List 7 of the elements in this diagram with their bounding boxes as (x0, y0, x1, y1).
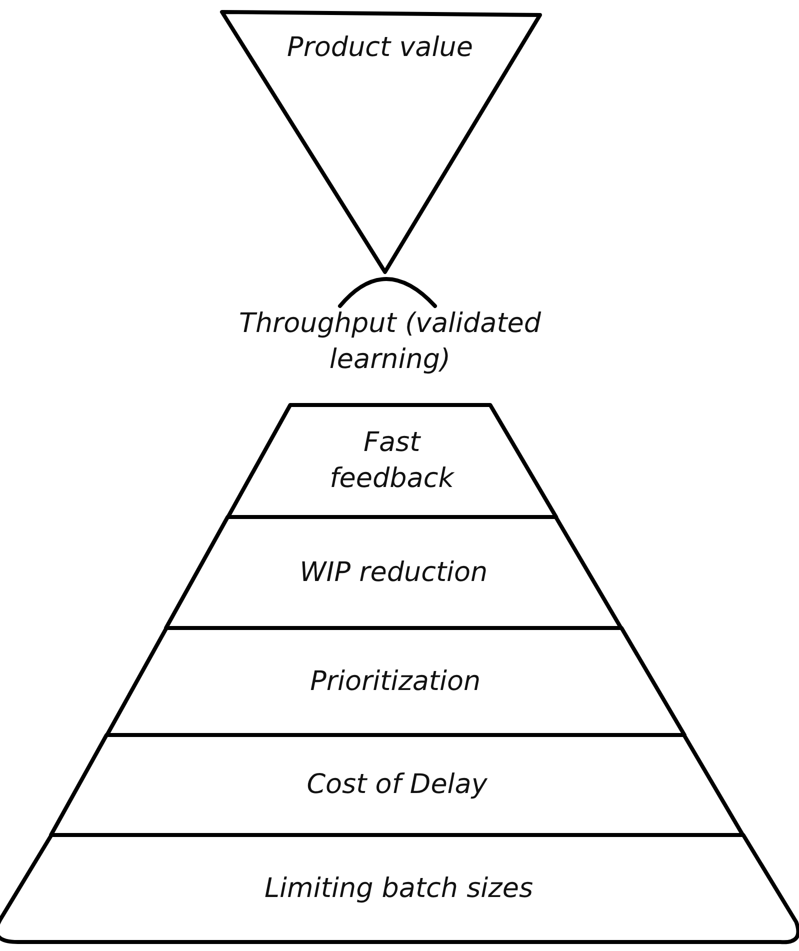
layer-label: Product value (286, 31, 474, 65)
layer-label: Cost of Delay (306, 768, 488, 802)
layer-label: Limiting batch sizes (264, 872, 534, 906)
layer-label: Prioritization (309, 664, 482, 698)
layer-label: Throughput (validated learning) (238, 307, 542, 377)
layer-label: Fast feedback (328, 426, 456, 496)
layer-label: WIP reduction (298, 556, 489, 590)
